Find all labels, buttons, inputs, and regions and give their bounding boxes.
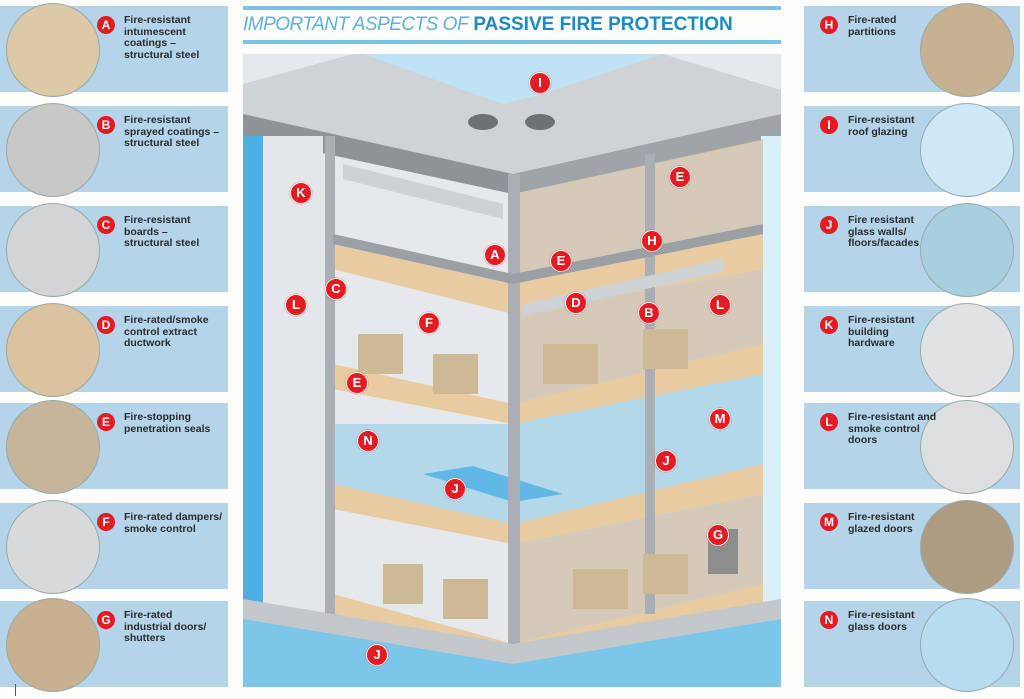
ductwork bbox=[343, 164, 503, 219]
legend-label: Fire-rated/smoke control extract ductwor… bbox=[124, 314, 209, 349]
roof-vent bbox=[525, 114, 555, 130]
marker-A: A bbox=[484, 244, 506, 266]
letter-badge: E bbox=[97, 413, 115, 431]
shutter-thumbnail bbox=[6, 598, 100, 692]
legend-label: Fire-rated industrial doors/ shutters bbox=[124, 609, 207, 644]
glass-wall-thumbnail bbox=[920, 203, 1014, 297]
building-cutaway-illustration: I K E H A E C L F D B L E N M J J G J bbox=[243, 54, 781, 687]
damper-thumbnail bbox=[6, 500, 100, 594]
title-emphasis: PASSIVE FIRE PROTECTION bbox=[473, 14, 733, 35]
column bbox=[645, 154, 655, 614]
letter-badge: G bbox=[97, 611, 115, 629]
legend-item-d: D Fire-rated/smoke control extract ductwo… bbox=[0, 303, 228, 397]
roof-glazing-thumbnail bbox=[920, 103, 1014, 197]
legend-label: Fire-stopping penetration seals bbox=[124, 411, 211, 435]
marker-C: C bbox=[325, 278, 347, 300]
glass-floor bbox=[423, 466, 563, 502]
cursor-mark bbox=[15, 684, 16, 696]
legend-item-c: C Fire-resistant boards – structural stee… bbox=[0, 203, 228, 297]
legend-item-j: J Fire resistant glass walls/ floors/faca… bbox=[804, 203, 1020, 297]
marker-E: E bbox=[346, 372, 368, 394]
letter-badge: B bbox=[97, 116, 115, 134]
building-drawing bbox=[243, 54, 781, 687]
marker-J: J bbox=[366, 644, 388, 666]
column bbox=[508, 174, 520, 654]
ductwork-thumbnail bbox=[6, 303, 100, 397]
legend-item-e: E Fire-stopping penetration seals bbox=[0, 400, 228, 494]
roof-glazing bbox=[363, 54, 663, 104]
marker-F: F bbox=[418, 312, 440, 334]
floor-1 bbox=[333, 464, 763, 544]
letter-badge: J bbox=[820, 216, 838, 234]
marker-B: B bbox=[638, 302, 660, 324]
letter-badge: N bbox=[820, 611, 838, 629]
marker-K: K bbox=[290, 182, 312, 204]
legend-label: Fire-resistant glazed doors bbox=[848, 511, 915, 535]
column bbox=[325, 136, 335, 656]
letter-badge: M bbox=[820, 513, 838, 531]
legend-item-b: B Fire-resistant sprayed coatings – struc… bbox=[0, 103, 228, 197]
steel-column-office-thumbnail bbox=[6, 3, 100, 97]
letter-badge: K bbox=[820, 316, 838, 334]
glazed-door-thumbnail bbox=[920, 500, 1014, 594]
marker-G: G bbox=[707, 524, 729, 546]
marker-J: J bbox=[444, 478, 466, 500]
floor-3 bbox=[333, 234, 763, 314]
cubicles bbox=[358, 329, 688, 619]
legend-label: Fire-resistant building hardware bbox=[848, 314, 915, 349]
partition-thumbnail bbox=[920, 3, 1014, 97]
legend-item-l: L Fire-resistant and smoke control doors bbox=[804, 400, 1020, 494]
marker-L: L bbox=[285, 294, 307, 316]
steel-beam-thumbnail bbox=[6, 103, 100, 197]
legend-label: Fire-resistant roof glazing bbox=[848, 114, 915, 138]
title-rule-top bbox=[243, 6, 781, 10]
letter-badge: H bbox=[820, 16, 838, 34]
glass-door-thumbnail bbox=[920, 598, 1014, 692]
floor-2 bbox=[333, 344, 763, 424]
letter-badge: A bbox=[97, 16, 115, 34]
title-rule-bottom bbox=[243, 40, 781, 44]
legend-label: Fire resistant glass walls/ floors/facad… bbox=[848, 214, 920, 249]
penetration-seal-thumbnail bbox=[6, 400, 100, 494]
letter-badge: L bbox=[820, 413, 838, 431]
legend-label: Fire-rated dampers/ smoke control bbox=[124, 511, 223, 535]
roof-slab bbox=[243, 54, 781, 174]
marker-I: I bbox=[529, 72, 551, 94]
letter-badge: F bbox=[97, 513, 115, 531]
boarded-steel-thumbnail bbox=[6, 203, 100, 297]
legend-label: Fire-resistant boards – structural steel bbox=[124, 214, 200, 249]
legend-label: Fire-resistant sprayed coatings – struct… bbox=[124, 114, 220, 149]
glass-facade bbox=[243, 614, 781, 687]
legend-label: Fire-resistant glass doors bbox=[848, 609, 915, 633]
marker-E: E bbox=[669, 166, 691, 188]
smoke-door-thumbnail bbox=[920, 400, 1014, 494]
legend-label: Fire-rated partitions bbox=[848, 14, 897, 38]
marker-D: D bbox=[565, 292, 587, 314]
legend-label: Fire-resistant and smoke control doors bbox=[848, 411, 937, 446]
legend-item-i: I Fire-resistant roof glazing bbox=[804, 103, 1020, 197]
legend-item-m: M Fire-resistant glazed doors bbox=[804, 500, 1020, 594]
letter-badge: C bbox=[97, 216, 115, 234]
marker-N: N bbox=[357, 430, 379, 452]
legend-label: Fire-resistant intumescent coatings – st… bbox=[124, 14, 200, 61]
title-prefix: IMPORTANT ASPECTS OF bbox=[243, 14, 469, 35]
letter-badge: I bbox=[820, 116, 838, 134]
marker-J: J bbox=[655, 450, 677, 472]
page-title: IMPORTANT ASPECTS OF PASSIVE FIRE PROTEC… bbox=[243, 14, 781, 36]
marker-H: H bbox=[641, 230, 663, 252]
roof-vent bbox=[468, 114, 498, 130]
letter-badge: D bbox=[97, 316, 115, 334]
marker-E: E bbox=[550, 250, 572, 272]
legend-item-f: F Fire-rated dampers/ smoke control bbox=[0, 500, 228, 594]
legend-item-g: G Fire-rated industrial doors/ shutters bbox=[0, 598, 228, 692]
legend-item-a: A Fire-resistant intumescent coatings – s… bbox=[0, 3, 228, 97]
door-hardware-thumbnail bbox=[920, 303, 1014, 397]
legend-item-n: N Fire-resistant glass doors bbox=[804, 598, 1020, 692]
marker-M: M bbox=[709, 408, 731, 430]
legend-item-k: K Fire-resistant building hardware bbox=[804, 303, 1020, 397]
legend-item-h: H Fire-rated partitions bbox=[804, 3, 1020, 97]
marker-L: L bbox=[709, 294, 731, 316]
